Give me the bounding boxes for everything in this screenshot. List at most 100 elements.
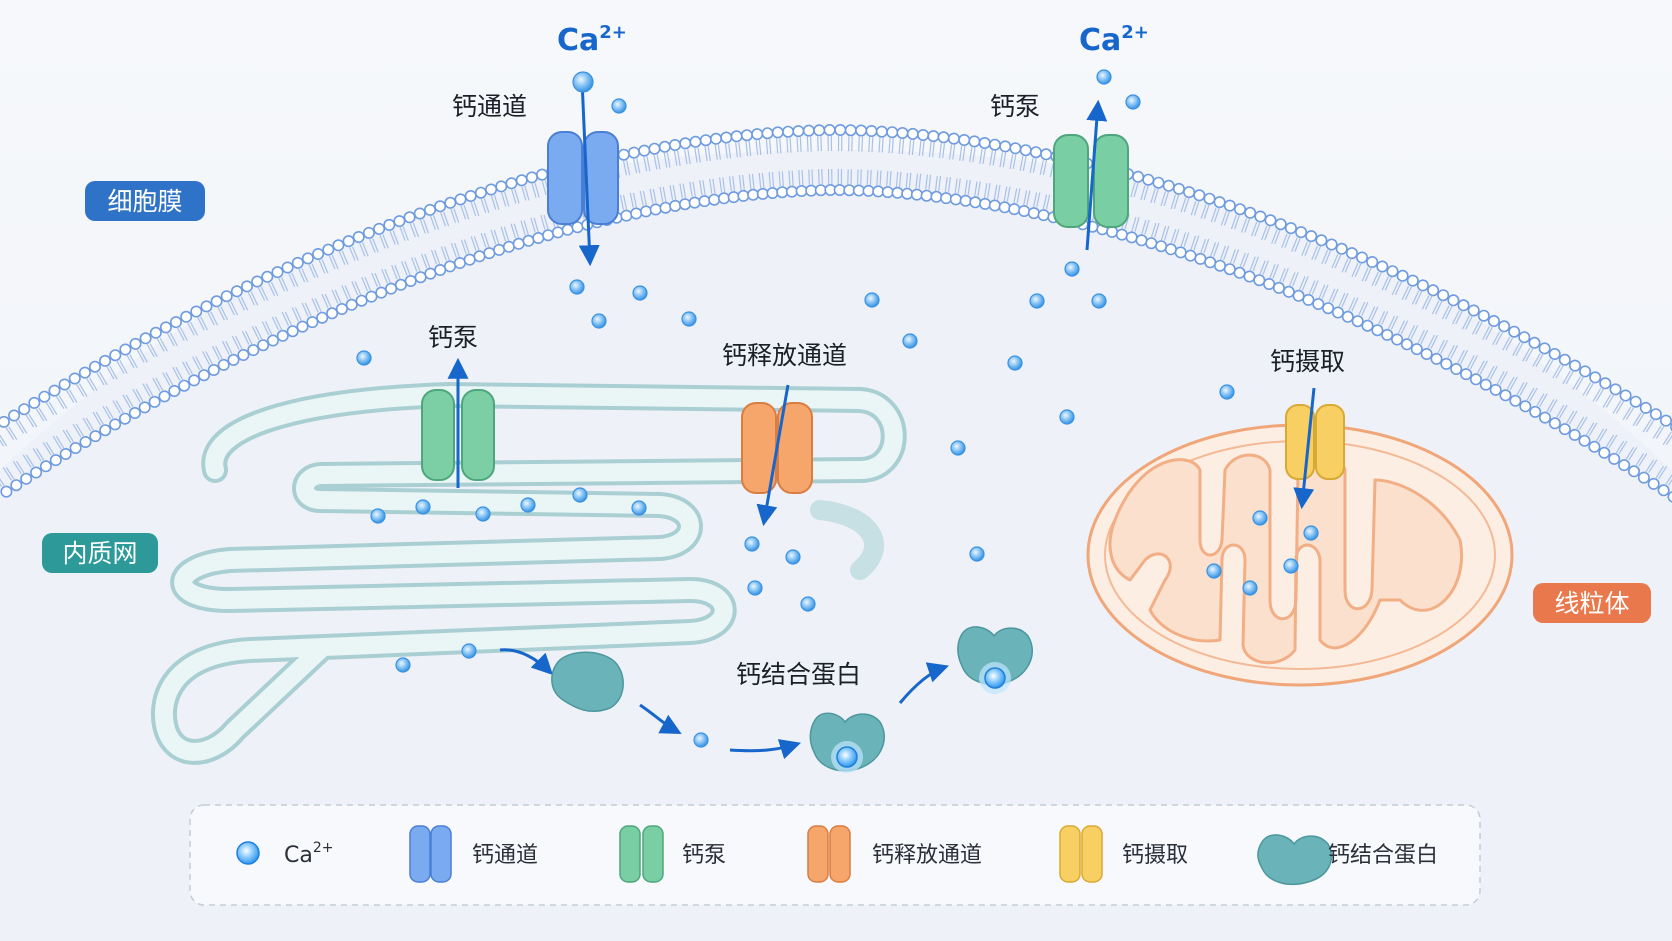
lipid-tail: [1200, 204, 1207, 219]
lipid-head: [485, 183, 498, 196]
lipid-head: [1416, 279, 1429, 292]
lipid-tail: [1163, 191, 1170, 207]
lipid-head: [210, 295, 223, 308]
lipid-tail: [1203, 204, 1210, 219]
lipid-tail: [1435, 300, 1443, 315]
lipid-tail: [362, 242, 369, 257]
lipid-head: [365, 290, 378, 303]
lipid-head: [561, 223, 574, 236]
lipid-tail: [227, 301, 235, 316]
lipid-head: [128, 406, 141, 419]
lipid-tail: [374, 272, 382, 288]
lipid-tail: [1311, 280, 1319, 295]
lipid-head: [463, 253, 476, 266]
lipid-tail: [524, 185, 530, 201]
lipid-head: [89, 360, 102, 373]
lipid-head: [1264, 214, 1277, 227]
lipid-head: [217, 358, 230, 371]
lipid-tail: [156, 337, 165, 352]
lipid-tail: [1279, 268, 1286, 283]
lipid-tail: [697, 147, 701, 163]
lipid-head: [58, 378, 71, 391]
lipid-tail: [1284, 233, 1291, 248]
lipid-tail: [656, 154, 661, 170]
lipid-head: [1487, 314, 1500, 327]
lipid-head: [1203, 192, 1216, 205]
lipid-tail: [1635, 453, 1645, 467]
lipid-tail: [1391, 281, 1400, 296]
lipid-tail: [888, 138, 891, 154]
lipid-tail: [1615, 400, 1625, 414]
lipid-tail: [1387, 315, 1396, 330]
lipid-head: [1548, 347, 1561, 360]
lipid-tail: [165, 372, 174, 386]
legend-release-icon: [807, 825, 829, 883]
uptake-channel: [1285, 404, 1345, 480]
lipid-head: [1027, 207, 1040, 220]
lipid-tail: [806, 136, 809, 152]
calcium-ion: [572, 71, 594, 93]
lipid-head: [1609, 383, 1622, 396]
lipid-tail: [18, 420, 28, 434]
lipid-tail: [704, 146, 708, 162]
legend-uptake-label: 钙摄取: [1122, 843, 1188, 868]
lipid-head: [230, 285, 243, 298]
lipid-head: [785, 185, 798, 198]
lipid-tail: [328, 254, 336, 270]
lipid-tail: [1605, 394, 1615, 408]
lipid-head: [1489, 383, 1502, 396]
lipid-tail: [1003, 186, 1008, 202]
protein-3: [957, 626, 1033, 686]
lipid-tail: [987, 183, 991, 199]
lipid-tail: [221, 340, 230, 355]
lipid-head: [79, 435, 92, 448]
lipid-head: [1142, 173, 1155, 186]
lipid-tail: [1430, 334, 1439, 349]
calcium-ion: [681, 311, 697, 327]
lipid-tail: [1618, 440, 1628, 455]
lipid-head: [1589, 371, 1602, 384]
lipid-tail: [205, 351, 214, 365]
lipid-tail: [1261, 225, 1268, 241]
lipid-tail: [500, 226, 507, 242]
lipid-head: [737, 189, 750, 202]
lipid-tail: [1420, 329, 1429, 344]
lipid-tail: [95, 371, 105, 386]
lipid-tail: [294, 307, 303, 322]
lipid-tail: [1133, 182, 1139, 198]
lipid-tail: [225, 340, 233, 355]
lipid-tail: [898, 138, 901, 155]
lipid-tail: [1131, 217, 1137, 232]
lipid-tail: [921, 140, 925, 156]
pump-pm: [1053, 134, 1129, 228]
lipid-head: [1132, 170, 1145, 183]
calcium-ion: [370, 508, 386, 524]
lipid-tail: [1308, 280, 1316, 295]
lipid-tail: [942, 143, 946, 159]
lipid-tail: [1374, 271, 1383, 286]
lipid-head: [18, 403, 31, 416]
lipid-tail: [105, 365, 115, 380]
lipid-head: [332, 239, 345, 252]
lipid-tail: [1173, 229, 1180, 244]
lipid-tail: [1502, 336, 1511, 351]
lipid-tail: [1291, 237, 1298, 252]
lipid-tail: [662, 186, 667, 202]
lipid-tail: [247, 291, 256, 306]
lipid-tail: [0, 483, 3, 487]
lipid-tail: [490, 229, 497, 245]
lipid-tail: [1180, 197, 1187, 213]
lipid-tail: [719, 177, 723, 193]
lipid-tail: [1338, 292, 1346, 308]
lipid-head: [1325, 238, 1338, 251]
lipid-tail: [1450, 344, 1459, 359]
lipid-head: [1457, 299, 1470, 312]
lipid-tail: [684, 149, 688, 165]
lipid-head: [1437, 289, 1450, 302]
lipid-tail: [1414, 290, 1423, 305]
lipid-head: [1639, 401, 1652, 414]
lipid-head: [776, 186, 789, 199]
lipid-tail: [1143, 185, 1149, 201]
lipid-tail: [463, 239, 470, 255]
lipid-tail: [972, 147, 976, 163]
